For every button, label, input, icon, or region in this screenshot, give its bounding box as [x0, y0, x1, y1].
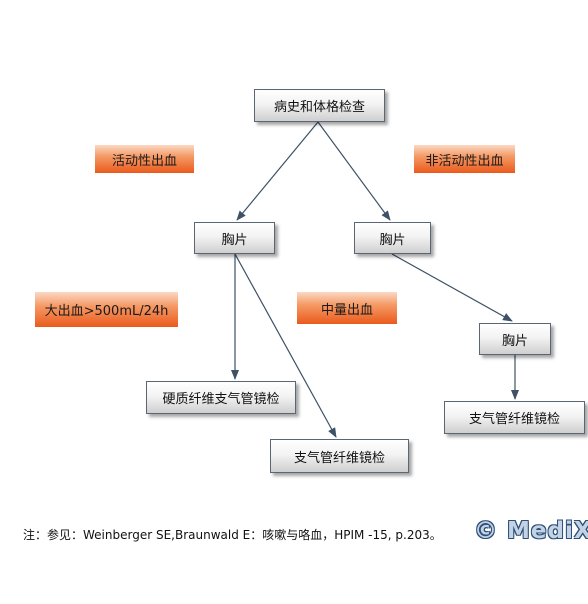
node-chest-xray-left: 胸片 [194, 222, 275, 254]
node-history-exam: 病史和体格检查 [254, 89, 385, 122]
tag-massive-bleeding: 大出血>500mL/24h [35, 292, 178, 327]
arrow-root-to-xray-left [236, 121, 319, 221]
tag-active-bleeding: 活动性出血 [95, 145, 194, 173]
arrow-xray-right-to-xray-lower [391, 253, 513, 322]
tag-moderate-bleeding: 中量出血 [297, 292, 397, 324]
medix-logo: © MediX [474, 518, 588, 544]
node-chest-xray-right: 胸片 [354, 222, 431, 254]
node-bronchoscopy-right: 支气管纤维镜检 [444, 401, 585, 434]
node-chest-xray-right-lower: 胸片 [479, 323, 551, 355]
arrow-xray-left-to-bronchoscopy [234, 253, 337, 438]
node-bronchoscopy-left: 支气管纤维镜检 [270, 439, 409, 473]
tag-inactive-bleeding: 非活动性出血 [414, 145, 515, 173]
node-rigid-bronchoscopy: 硬质纤维支气管镜检 [146, 381, 296, 414]
arrow-root-to-xray-right [317, 121, 391, 221]
footnote-reference: 注：参见：Weinberger SE,Braunwald E：咳嗽与咯血，HPI… [23, 528, 442, 542]
